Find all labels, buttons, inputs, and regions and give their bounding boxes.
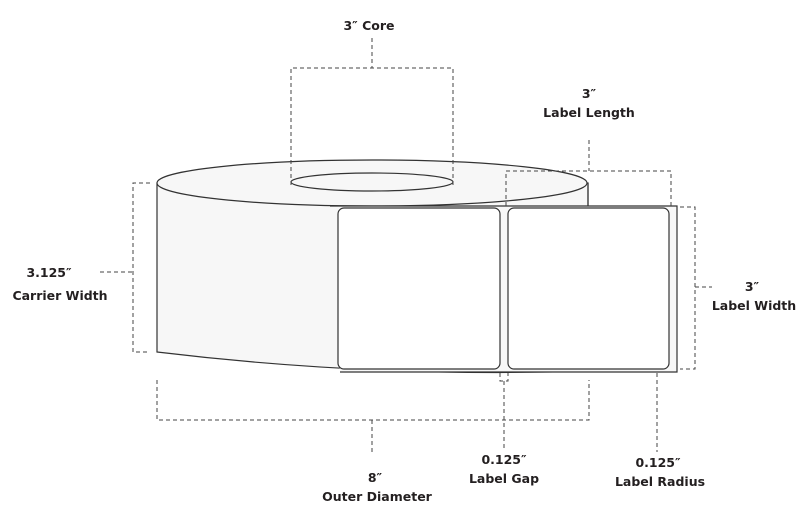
- label-length-value: 3″: [582, 86, 597, 101]
- core-dimension-line: [290, 38, 454, 185]
- label-length-name: Label Length: [543, 105, 635, 120]
- carrier-width-dimension-line: [100, 182, 150, 353]
- core-label: 3″ Core: [343, 18, 394, 33]
- label-radius-value: 0.125″: [635, 455, 681, 470]
- label-length-dimension-line: [505, 140, 672, 206]
- carrier-width-value: 3.125″: [26, 265, 72, 280]
- label-radius-name: Label Radius: [615, 474, 705, 489]
- label-width-name: Label Width: [712, 298, 796, 313]
- label-gap-dimension-line: [499, 373, 509, 450]
- label-1: [337, 207, 501, 370]
- label-2: [507, 207, 670, 370]
- roll-core: [290, 172, 454, 192]
- label-gap-name: Label Gap: [469, 471, 539, 486]
- outer-diameter-dimension-line: [156, 380, 590, 452]
- outer-diameter-name: Outer Diameter: [322, 489, 433, 504]
- outer-diameter-value: 8″: [368, 470, 383, 485]
- carrier-width-name: Carrier Width: [12, 288, 107, 303]
- label-gap-value: 0.125″: [481, 452, 527, 467]
- label-width-value: 3″: [745, 279, 760, 294]
- label-width-dimension-line: [680, 206, 712, 370]
